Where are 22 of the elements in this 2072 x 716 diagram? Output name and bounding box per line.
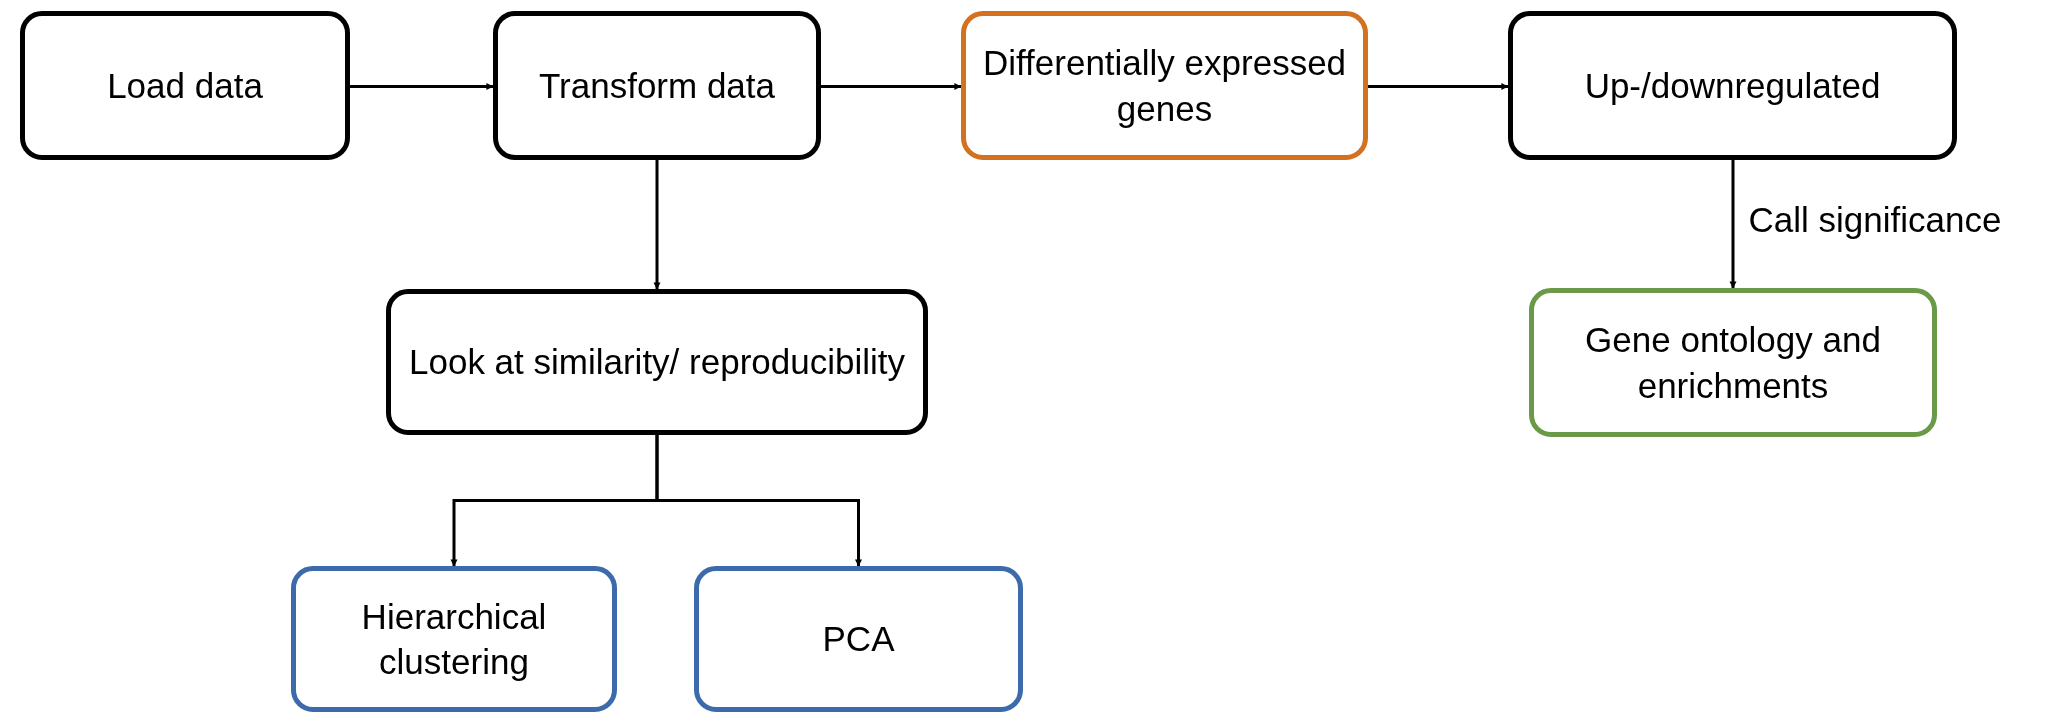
box-label: PCA (822, 618, 895, 661)
box-label: Hierarchical clustering (360, 595, 548, 683)
box-label: Gene ontology and enrichments (1584, 319, 1882, 407)
box-label: Differentially expressed genes (981, 42, 1348, 130)
arrow (655, 435, 862, 567)
process-box (1529, 288, 1937, 437)
box-label: Look at similarity/ reproducibility (409, 341, 905, 384)
arrow (350, 83, 494, 90)
process-box (20, 11, 350, 160)
box-label: Transform data (539, 64, 775, 107)
process-box (694, 566, 1023, 712)
process-box (291, 566, 617, 712)
process-box (386, 289, 928, 435)
arrow (1729, 160, 1737, 289)
box-label: Up-/downregulated (1584, 64, 1881, 107)
arrow (653, 160, 661, 290)
process-box (1508, 11, 1957, 160)
process-box (961, 11, 1368, 160)
arrow (821, 83, 962, 90)
arrow (1368, 83, 1509, 90)
process-box (493, 11, 821, 160)
box-label: Load data (107, 64, 263, 107)
